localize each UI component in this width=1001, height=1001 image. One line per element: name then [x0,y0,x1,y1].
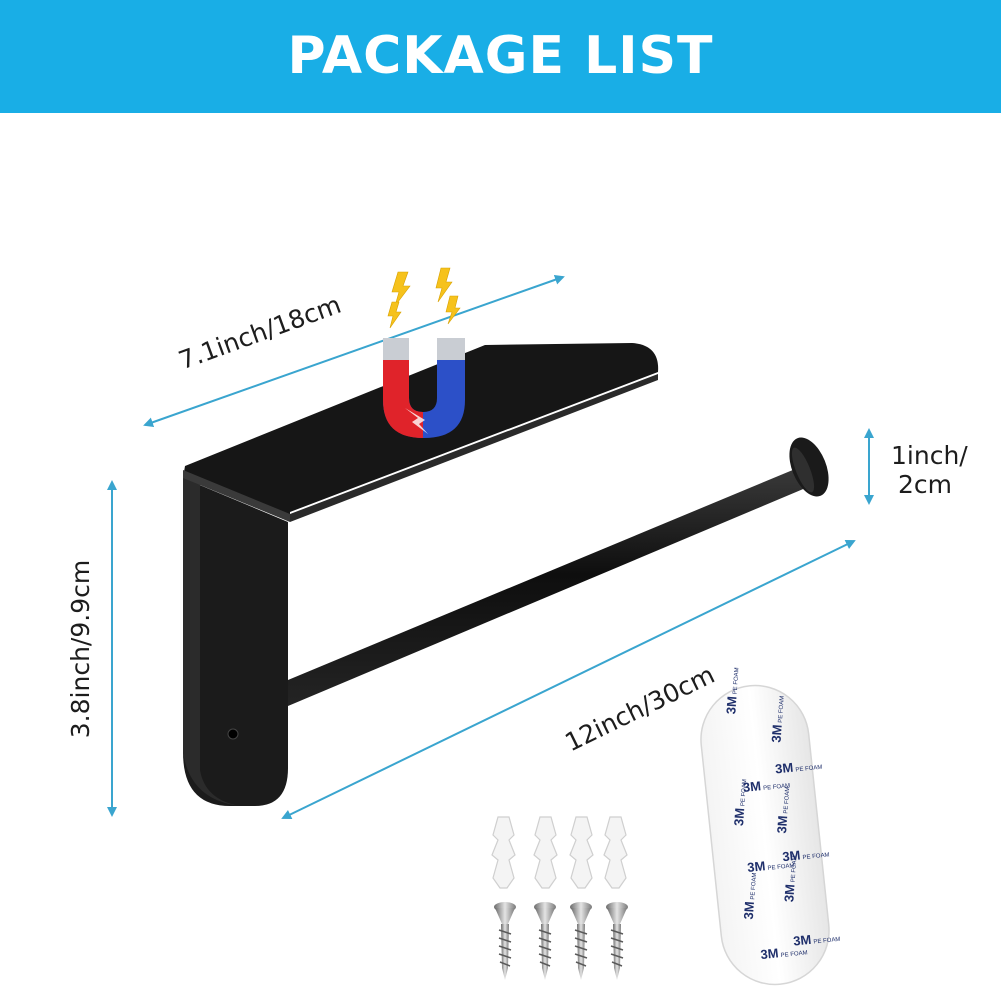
length-arrow [143,274,565,428]
height-label: 3.8inch/9.9cm [66,559,95,739]
header-banner [0,0,1001,113]
page-title: PACKAGE LIST [287,26,714,86]
wall-plugs [491,816,628,889]
holder-wall-plate [183,478,288,806]
magnet-icon [383,338,465,438]
pad-brand-text: 3MPE FOAM [781,855,799,903]
diameter-label-line2: 2cm [898,470,953,499]
pad-brand-text: 3MPE FOAM [774,786,792,834]
screw-hole [227,728,239,740]
screws [494,902,628,980]
pad-brand-text: 3MPE FOAM [747,855,795,875]
pad-brand-text: 3MPE FOAM [792,929,840,949]
pad-brand-text: 3MPE FOAM [760,942,808,962]
pad-brand-text: 3MPE FOAM [741,872,759,920]
pad-brand-text: 3MPE FOAM [731,778,749,826]
pad-brand-text: 3MPE FOAM [723,667,741,715]
pad-brand-text: 3MPE FOAM [774,757,822,777]
holder-rod [288,467,808,706]
diameter-label-line1: 1inch/ [891,441,968,470]
pad-brand-text: 3MPE FOAM [782,844,830,864]
rod-length-arrow [281,539,856,820]
pad-brand-text: 3MPE FOAM [742,775,790,795]
lightning-icon [387,267,461,329]
pad-brand-text: 3MPE FOAM [768,695,786,743]
